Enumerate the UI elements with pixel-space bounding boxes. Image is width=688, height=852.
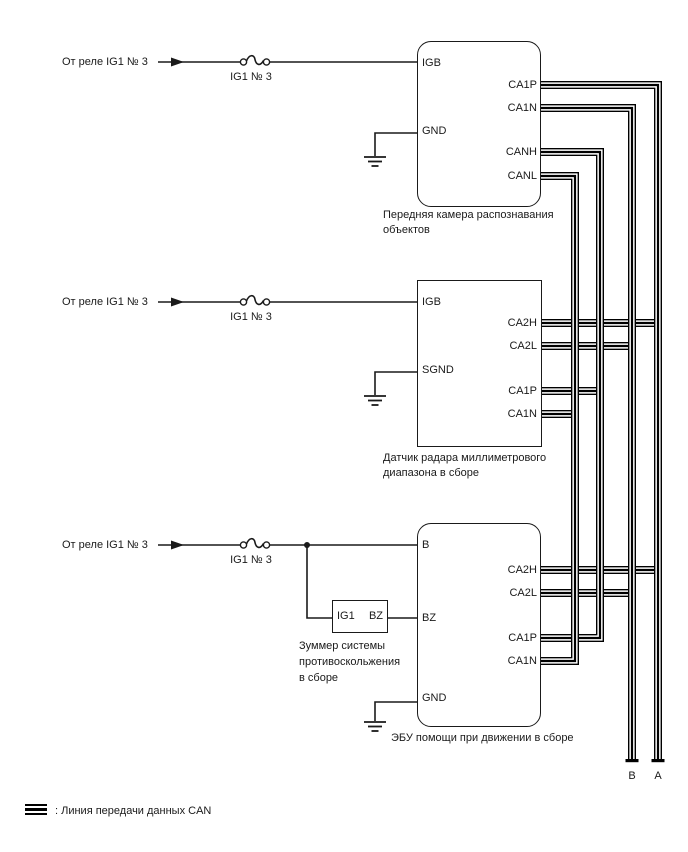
camera-pin-igb: IGB [422, 57, 441, 69]
ecu-pin-ca2l: CA2L [509, 587, 537, 599]
camera-pin-ca1p: CA1P [508, 79, 537, 91]
radar-pin-ca1n: CA1N [507, 408, 537, 420]
legend-text: : Линия передачи данных CAN [55, 805, 212, 817]
fuse-label-ecu: IG1 № 3 [230, 554, 272, 566]
ground-symbol-camera [364, 132, 418, 167]
terminal-cap-a [651, 759, 665, 763]
terminal-cap-b [625, 759, 639, 763]
buzzer-pin-ig1: IG1 [337, 610, 355, 622]
can-line-legend-icon [25, 804, 47, 817]
buzzer-pin-bz: BZ [368, 610, 383, 622]
ground-symbol-radar [364, 371, 418, 406]
arrow-icon [171, 297, 184, 307]
ecu-pin-ca2h: CA2H [507, 564, 537, 576]
feed-relay-label-radar: От реле IG1 № 3 [62, 296, 148, 308]
arrow-icon [171, 57, 184, 67]
camera-pin-canl: CANL [507, 170, 537, 182]
feed-relay-label-camera: От реле IG1 № 3 [62, 56, 148, 68]
camera-pin-gnd: GND [422, 125, 447, 137]
ground-symbol-ecu [364, 701, 418, 732]
terminal-label-a: A [654, 770, 662, 782]
radar-box [417, 280, 542, 447]
ecu-caption: ЭБУ помощи при движении в сборе [391, 732, 574, 744]
radar-pin-igb: IGB [422, 296, 441, 308]
fuse-icon [245, 54, 265, 66]
ecu-pin-ca1n: CA1N [507, 655, 537, 667]
feed-wire-ecu [158, 537, 418, 619]
feed-wire-camera [158, 54, 418, 67]
camera-caption: Передняя камера распознавания объектов [383, 209, 554, 236]
ecu-pin-bz: BZ [422, 612, 437, 624]
arrow-icon [171, 540, 184, 550]
feed-wire-radar [158, 294, 418, 307]
radar-pin-ca2h: CA2H [507, 317, 537, 329]
camera-pin-ca1n: CA1N [507, 102, 537, 114]
buzzer-caption: Зуммер системы противоскольжения в сборе [299, 640, 401, 684]
ecu-pin-ca1p: CA1P [508, 632, 537, 644]
ecu-pin-b: B [422, 539, 430, 551]
camera-pin-canh: CANH [505, 146, 537, 158]
terminal-label-b: B [628, 770, 636, 782]
radar-pin-ca2l: CA2L [509, 340, 537, 352]
buzzer-feed-wire [306, 545, 333, 619]
feed-relay-label-ecu: От реле IG1 № 3 [62, 539, 148, 551]
fuse-label-radar: IG1 № 3 [230, 311, 272, 323]
fuse-label-camera: IG1 № 3 [230, 71, 272, 83]
ecu-pin-gnd: GND [422, 692, 447, 704]
fuse-icon [245, 294, 265, 306]
radar-caption: Датчик радара миллиметрового диапазона в… [383, 452, 547, 479]
camera-box [417, 41, 541, 207]
can-trunk-ca1n [540, 176, 575, 661]
buzzer-box [332, 600, 388, 633]
radar-pin-sgnd: SGND [422, 364, 454, 376]
radar-pin-ca1p: CA1P [508, 385, 537, 397]
fuse-icon [245, 537, 265, 549]
ecu-box [417, 523, 541, 727]
